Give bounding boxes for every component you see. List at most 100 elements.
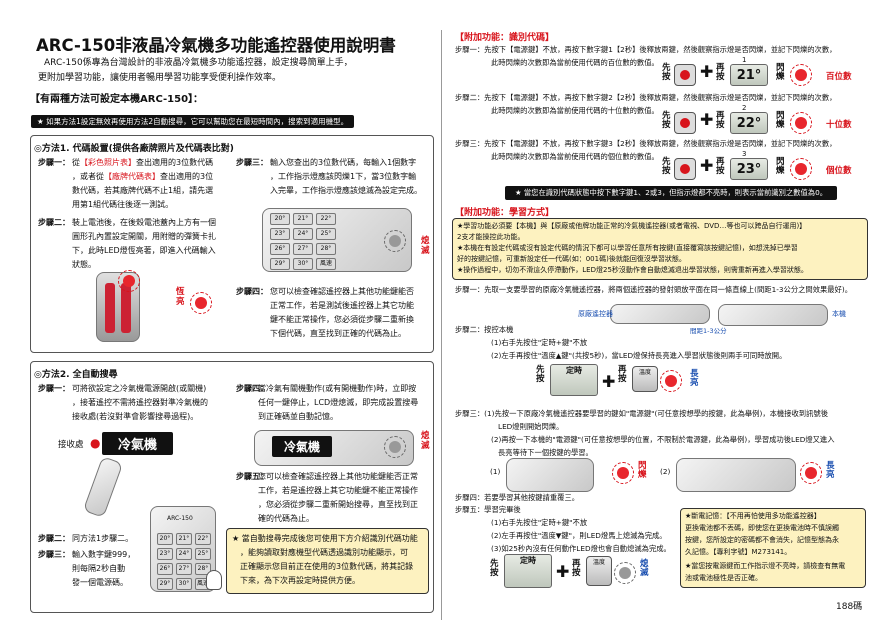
- temp-down-button[interactable]: 溫度: [586, 556, 612, 586]
- learn-note-3: ★本機在有設定代碼或沒有設定代碼的情況下都可以學習任意所有按鍵(直接覆寫該按鍵記…: [457, 244, 798, 252]
- m1-step1-line1: 從【彩色照片表】查出適用的3位數代碼: [72, 158, 214, 167]
- learn2-again-label: 再 按: [618, 365, 627, 384]
- gap-label: 間距1-3公分: [690, 327, 727, 335]
- key-28[interactable]: 28°: [316, 243, 336, 255]
- temp-up-button[interactable]: 溫度: [632, 366, 658, 392]
- key-23-b[interactable]: 23°: [157, 548, 173, 560]
- m1-step1-line4: 用第1組代碼往後逐一測試。: [72, 200, 174, 209]
- memory-line-6: 池或電池極性是否正確。: [685, 574, 762, 582]
- memory-line-3: 按鍵，您所設定的密碼都不會消失，記憶型態為永: [685, 536, 839, 544]
- m2-step3-line3: 發一個電源碼。: [72, 578, 128, 587]
- id3-power-button[interactable]: [674, 158, 696, 180]
- key-29[interactable]: 29°: [270, 258, 290, 270]
- learn5-press-label: 先 按: [490, 559, 499, 578]
- m1-step3-label: 步驟三：: [236, 158, 268, 167]
- learn-note-5: ★操作過程中，切勿不滑這久停滯動作，LED燈25秒沒動作會自動熄滅退出學習狀態，…: [457, 266, 808, 274]
- memory-line-2: 更換電池都不丟碼，即使您在更換電池時不慎誤觸: [685, 524, 839, 532]
- m1-step1-label: 步驟一：: [38, 158, 70, 167]
- ones-label: 個位數: [826, 166, 852, 176]
- key-27-b[interactable]: 27°: [176, 563, 192, 575]
- part2-label: (2): [660, 467, 671, 476]
- key-30-b[interactable]: 30°: [176, 578, 192, 590]
- memory-line-5: ★當您按電源鍵而工作指示燈不亮時，請檢查有無電: [685, 562, 846, 570]
- key-26-b[interactable]: 26°: [157, 563, 173, 575]
- receiver-label: 接收處: [58, 440, 84, 450]
- key-29-b[interactable]: 29°: [157, 578, 173, 590]
- m2-step3-line2: 則每隔2秒自動: [72, 564, 126, 573]
- plus-icon-2: ✚: [700, 110, 714, 129]
- key-25[interactable]: 25°: [316, 228, 336, 240]
- original-remote-image-2: [506, 458, 594, 492]
- learn-step4: 步驟四：若要學習其他按鍵請重覆三。: [455, 493, 580, 502]
- intro-line-2: 更附加學習功能，讓使用者暢用學習功能享受便利操作效率。: [38, 73, 282, 83]
- plus-icon-3: ✚: [700, 156, 714, 175]
- id2-key-display[interactable]: 22°: [730, 112, 768, 134]
- key-30[interactable]: 30°: [293, 258, 313, 270]
- learn-step2-line2: (2)左手再按住"溫度▲鍵"(共按5秒)，當LED燈保持長亮進入學習狀態後則兩手…: [491, 351, 787, 360]
- id1-key-display[interactable]: 21°: [730, 64, 768, 86]
- led-on-label: 恆 亮: [176, 287, 185, 307]
- led-indicator-icon: [118, 270, 140, 292]
- key-24-b[interactable]: 24°: [176, 548, 192, 560]
- learn-step3-line1: 步驟三：(1)先按一下原廠冷氣機遙控器要學習的鍵如"電源鍵"(可任意按想學的按鍵…: [455, 409, 828, 418]
- key-21[interactable]: 21°: [293, 213, 313, 225]
- blink-icon-step3: [612, 462, 634, 484]
- memory-line-4: 久記憶。【專利字號】M273141。: [685, 548, 792, 556]
- arc150-remote-image: ARC-150 20° 21° 22° 23° 24° 25° 26° 27° …: [150, 506, 216, 592]
- id-step1-line1: 步驟一：先按下【電源鍵】不放，再按下數字鍵1【2秒】後釋放兩鍵，然後觀察指示燈是…: [455, 45, 837, 54]
- key-20[interactable]: 20°: [270, 213, 290, 225]
- key-22-b[interactable]: 22°: [195, 533, 211, 545]
- id3-key-display[interactable]: 23°: [730, 158, 768, 180]
- id-step1-line2: 此時閃爍的次數即為當前使用代碼的百位數的數值。: [491, 58, 659, 67]
- id1-number: 1: [742, 56, 747, 64]
- id-code-header: 【附加功能：識別代碼】: [455, 33, 555, 43]
- long-on-label-step3: 長 亮: [826, 461, 835, 480]
- learn-step2-line1: (1)右手先按住"定時+鍵"不放: [491, 338, 588, 347]
- learn-step1: 步驟一：先取一支要學習的原廠冷氣機遙控器，將兩個遙控器的發射頭放平面在同一條直線…: [455, 285, 853, 294]
- auto-search-note: [226, 528, 429, 594]
- learn5-off-label: 熄 滅: [640, 559, 649, 578]
- method2-header: ◎方法2. 全自動搜尋: [34, 370, 118, 380]
- timer-button[interactable]: 定時: [550, 364, 598, 396]
- id2-power-button[interactable]: [674, 112, 696, 134]
- key-fan[interactable]: 風速: [316, 258, 336, 270]
- m2-step5-line3: ，您必須從步驟二重新開始搜尋，直至找到正: [258, 500, 418, 509]
- m2-step2-line1: 同方法1步驟二。: [72, 534, 134, 543]
- m1-step2-line3: 下，此時LED燈恆亮著，即進入代碼輸入: [72, 246, 216, 255]
- led-off-icon: [384, 230, 406, 252]
- led-off-icon-2: [384, 436, 406, 458]
- key-21-b[interactable]: 21°: [176, 533, 192, 545]
- m2-step4-line2: 任何一鍵停止，LCD燈熄滅，即完成設置搜尋: [258, 398, 419, 407]
- id2-blink-icon: [790, 112, 812, 134]
- key-24[interactable]: 24°: [293, 228, 313, 240]
- learn-step5-label: 步驟五：學習完畢後: [455, 505, 521, 514]
- method1-section: [30, 135, 434, 353]
- m1-step1-line3: 數代碼，若其廠牌代碼不止1組，請先選: [72, 186, 214, 195]
- learn-step5-line2: (2)左手再按住"溫度▼鍵"，則LED燈馬上熄滅為完成。: [491, 531, 667, 540]
- this-remote-image: [718, 304, 828, 326]
- part1-label: (1): [490, 467, 501, 476]
- m1-step1-line2: ，或者從【廠牌代碼表】查出適用的3位: [72, 172, 214, 181]
- m1-step4-line3: 鍵不能正常操作，您必須從步驟二重新換: [270, 315, 414, 324]
- m1-step2-label: 步驟二：: [38, 218, 70, 227]
- blink-label-step3: 閃 爍: [638, 461, 647, 480]
- long-on-label: 長 亮: [690, 369, 699, 388]
- key-20-b[interactable]: 20°: [157, 533, 173, 545]
- key-25-b[interactable]: 25°: [195, 548, 211, 560]
- id1-power-button[interactable]: [674, 64, 696, 86]
- key-27[interactable]: 27°: [293, 243, 313, 255]
- m2-step4-line3: 到正確碼並自動記憶。: [258, 412, 338, 421]
- key-22[interactable]: 22°: [316, 213, 336, 225]
- learn-step5-line3: (3)如25秒內沒有任何動作LED燈也會自動熄滅為完成。: [491, 544, 671, 553]
- key-23[interactable]: 23°: [270, 228, 290, 240]
- hand-pointer-icon: [206, 570, 222, 590]
- timer-button-2[interactable]: 定時: [504, 554, 552, 588]
- id3-press-label: 先 按: [662, 157, 671, 176]
- intro-line-1: ARC-150係專為台灣設計的非液晶冷氣機多功能遙控器，設定搜尋簡單上手，: [44, 58, 353, 68]
- key-26[interactable]: 26°: [270, 243, 290, 255]
- id2-press-label: 先 按: [662, 111, 671, 130]
- method-note-bar: ★ 如果方法1設定無效再使用方法2自動搜尋，它可以幫助您在最短時間內，搜索到適用…: [31, 115, 355, 128]
- id1-blink-label: 閃 爍: [776, 63, 785, 82]
- led-off-label: 熄 滅: [421, 236, 430, 256]
- original-remote-image: [610, 304, 710, 324]
